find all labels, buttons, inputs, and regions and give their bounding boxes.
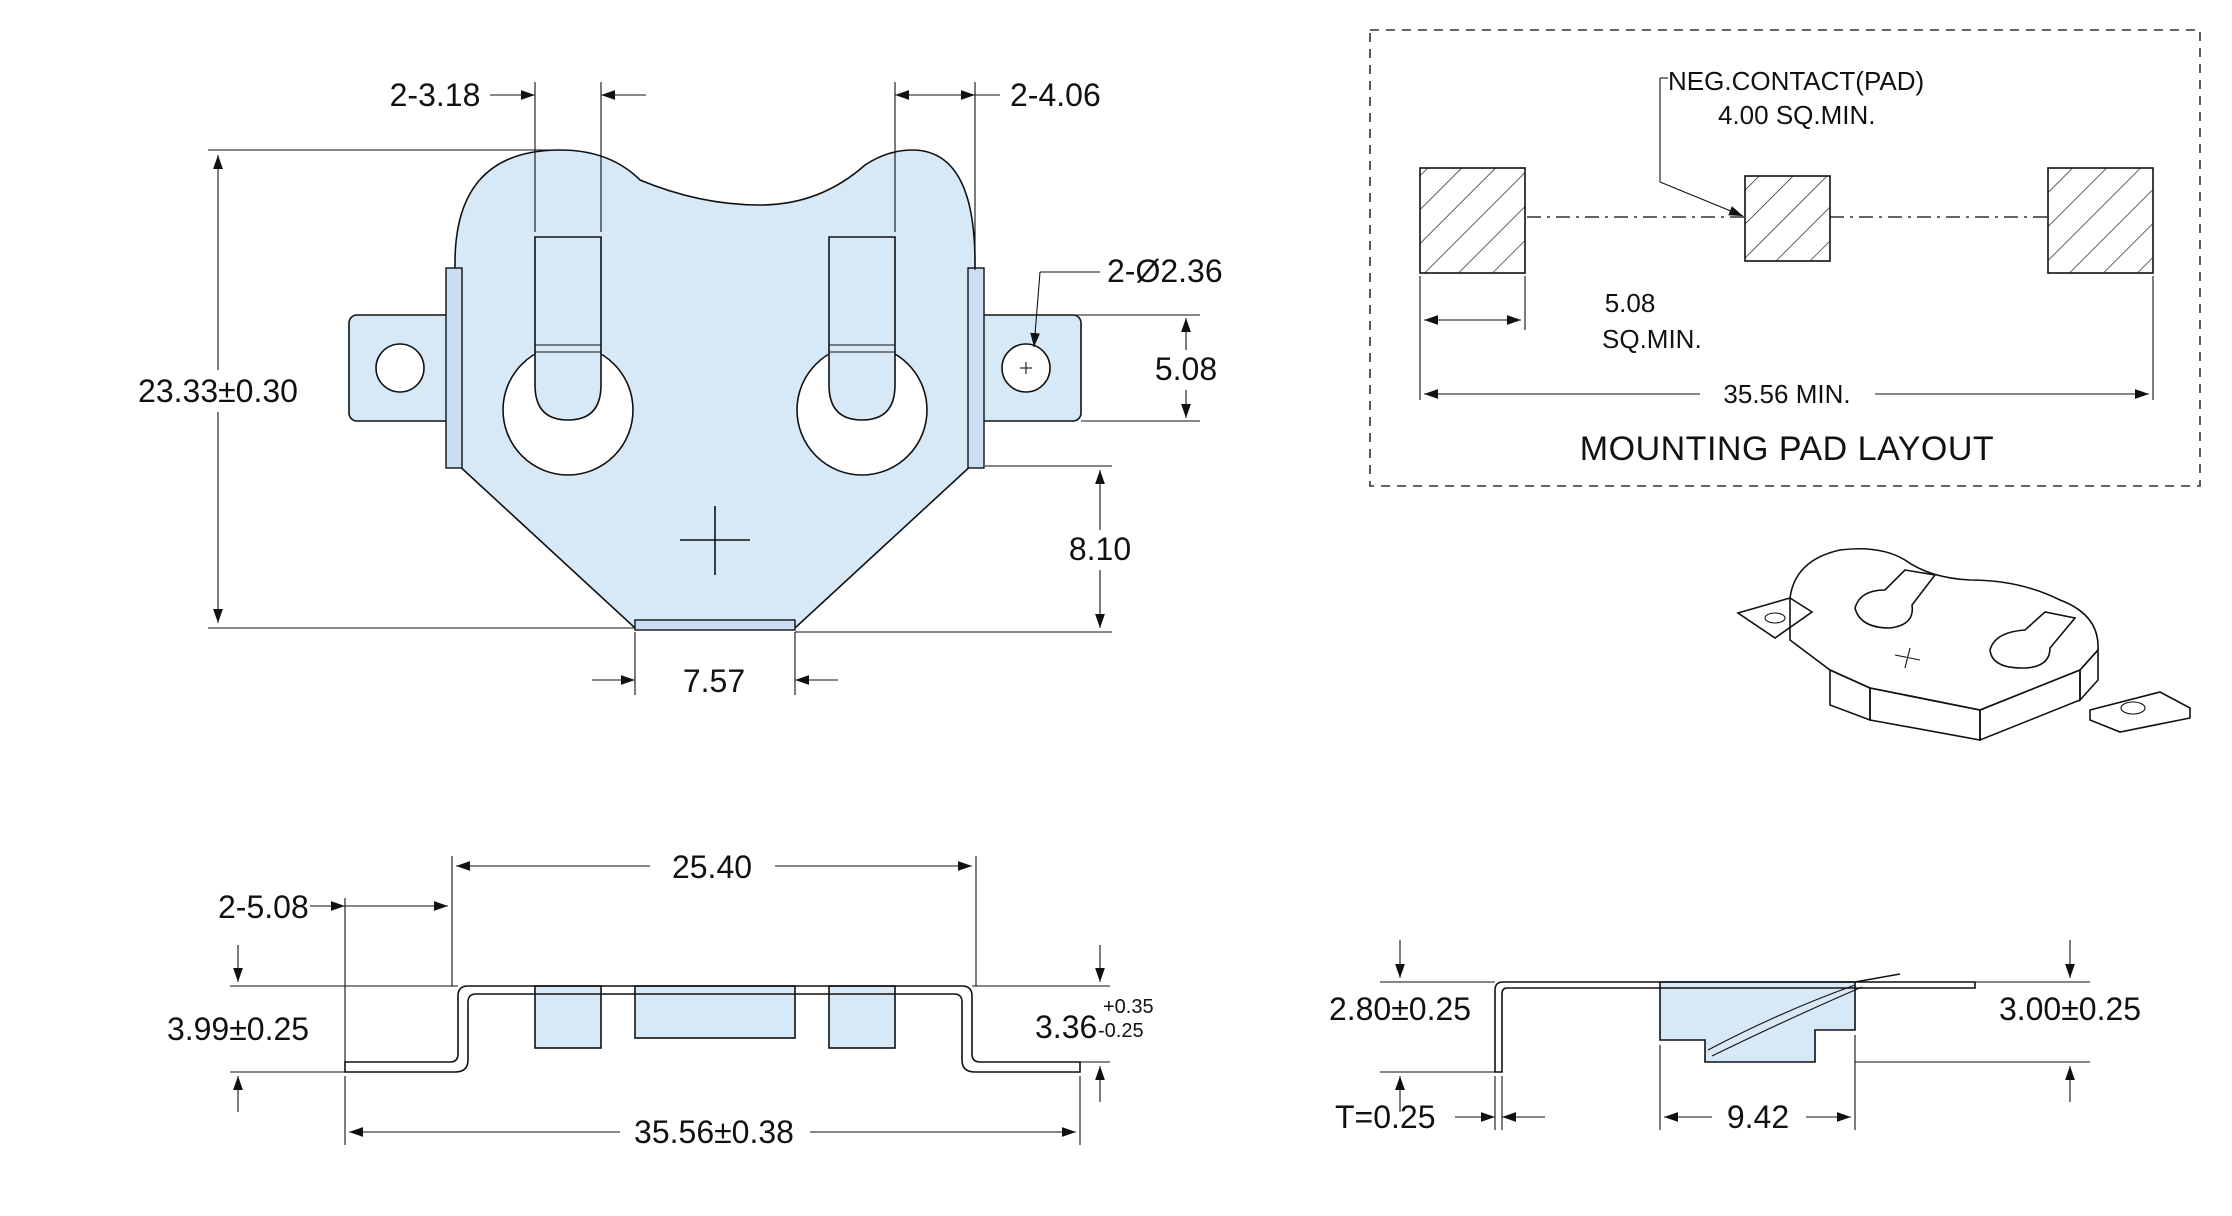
front-right-contact [828,985,896,1049]
front-profile [344,985,1081,1073]
left-side-wall [445,267,463,469]
dim-side-left-height: 2.80±0.25 [1329,991,1471,1027]
dim-pad-size-label: SQ.MIN. [1602,324,1702,354]
center-neg-pad [1744,175,1831,262]
front-view: 25.40 2-5.08 3.99±0.25 3.36 +0.35 -0.25 … [167,849,1154,1150]
left-contact-finger [534,236,602,421]
dim-bottom-tab: 7.57 [683,663,745,699]
dim-front-left-height: 3.99±0.25 [167,1011,309,1047]
right-contact-finger [828,236,896,421]
dim-side-right-height: 3.00±0.25 [1999,991,2141,1027]
dim-side-thickness: T=0.25 [1335,1099,1436,1135]
right-pad [2047,167,2154,274]
side-view: 2.80±0.25 3.00±0.25 T=0.25 9.42 [1329,940,2141,1135]
dim-front-top: 25.40 [672,849,752,885]
dim-front-tab: 2-5.08 [218,889,309,925]
dim-pad-size: 5.08 [1605,288,1656,318]
right-side-wall [967,267,985,469]
dim-front-right-tol-minus: -0.25 [1098,1020,1144,1042]
dim-hole: 2-Ø2.36 [1107,253,1223,289]
side-contact [1659,981,1856,1063]
dim-front-right-tol-plus: +0.35 [1103,996,1154,1018]
dim-lower: 8.10 [1069,531,1131,567]
isometric-view [1736,547,2191,742]
left-pad [1419,167,1526,274]
dim-front-overall: 35.56±0.38 [634,1114,794,1150]
left-tab-hole [375,343,425,393]
dim-slot-width-2: 2-4.06 [1010,77,1101,113]
dim-slot-width: 2-3.18 [390,77,481,113]
dim-front-right-height: 3.36 [1035,1009,1097,1045]
top-view: 2-3.18 2-4.06 2-Ø2.36 23.33±0.30 5.08 8.… [125,77,1223,699]
bottom-tab [634,619,796,631]
neg-contact-note: NEG.CONTACT(PAD) [1668,66,1924,96]
dim-hole-pitch: 5.08 [1155,351,1217,387]
pad-layout-frame [1369,29,2201,487]
mounting-pad-layout: NEG.CONTACT(PAD) 4.00 SQ.MIN. 5.08 SQ.MI… [1369,29,2201,487]
dim-side-bottom: 9.42 [1727,1099,1789,1135]
dim-pad-span: 35.56 MIN. [1723,379,1850,409]
dim-height: 23.33±0.30 [138,373,298,409]
side-profile [1494,981,1976,1073]
neg-contact-size-note: 4.00 SQ.MIN. [1718,100,1876,130]
front-left-contact [534,985,602,1049]
pad-layout-title: MOUNTING PAD LAYOUT [1580,430,1994,468]
